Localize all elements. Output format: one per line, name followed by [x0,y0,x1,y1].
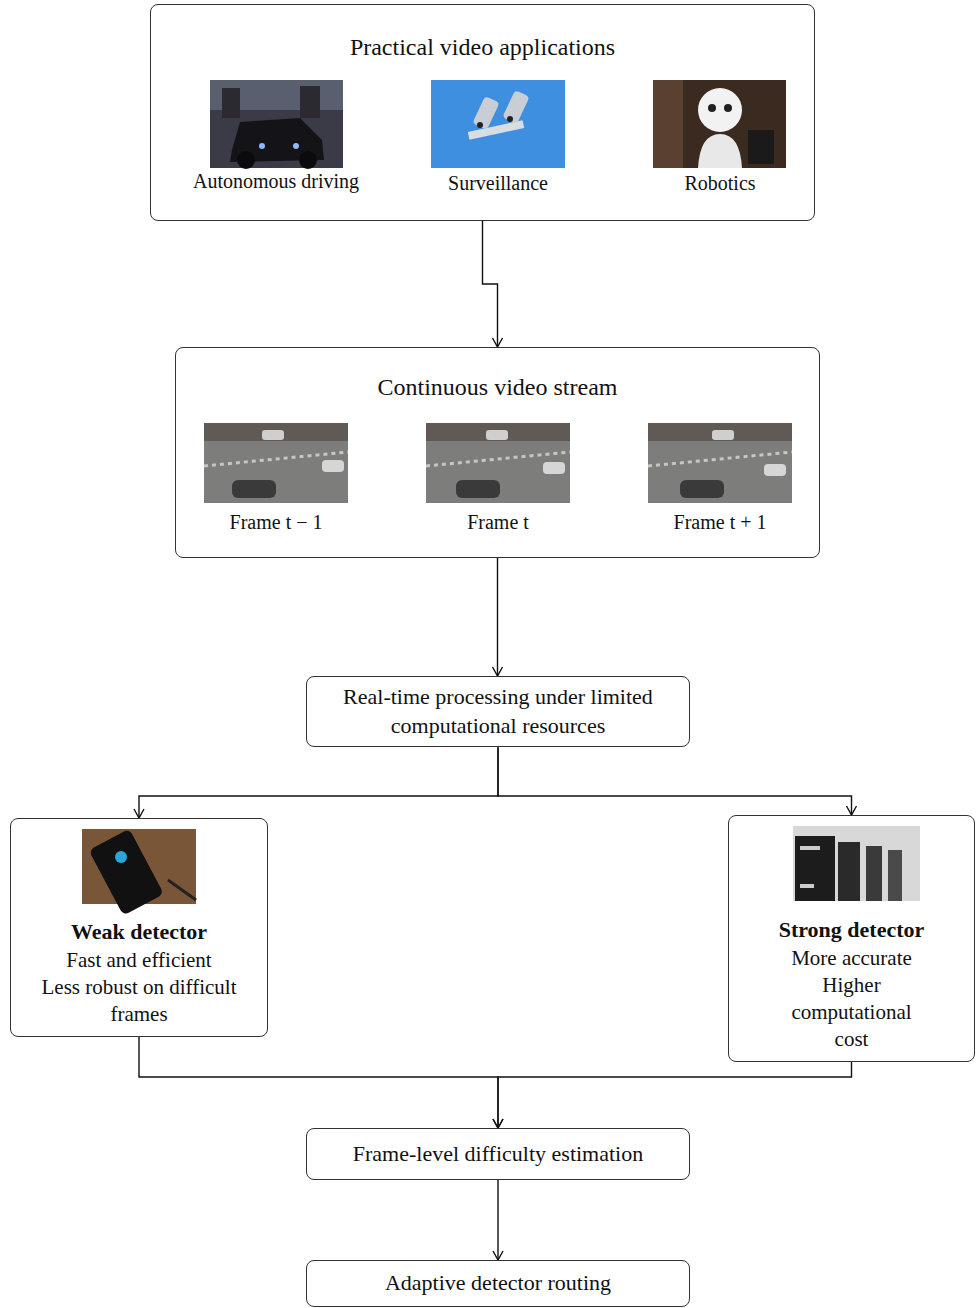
robot-eye [708,104,716,112]
flow-arrow [139,747,498,818]
photo-caption: Surveillance [393,170,603,196]
camera [502,90,529,124]
camera [472,96,499,130]
roadside [426,423,570,441]
flow-arrow [498,747,852,815]
process-box: Adaptive detector routing [306,1260,690,1307]
detector-box: Weak detectorFast and efficientLess robu… [10,818,268,1037]
flow-arrow [498,1062,852,1128]
detector-note: Fast and efficient [39,947,239,974]
cable [168,880,196,900]
phone [89,829,164,916]
car [543,462,565,474]
wheel [237,151,255,169]
photo-caption: Robotics [615,170,825,196]
rack-marking [800,884,814,888]
server-rack [795,836,835,901]
server-photo [793,826,920,901]
car [486,430,508,440]
detector-note: Less robust on difficult frames [39,974,239,1029]
roadside [204,423,348,441]
person-silhouette [300,86,320,118]
road [648,423,792,503]
photo-caption: Autonomous driving [171,168,381,194]
photo-ground [653,80,786,168]
flow-arrow [139,1037,498,1128]
robot-eye [724,104,732,112]
frame-caption: Frame t − 1 [171,509,381,535]
frame-photo [648,423,792,503]
car [764,464,786,476]
car [322,460,344,472]
detector-note: Higher computational cost [777,972,927,1054]
box-title: Practical video applications [161,32,804,63]
frame-photo [204,423,348,503]
rack-marking [800,846,820,850]
wheel [299,151,317,169]
surveillance-photo [431,80,565,168]
roadside [648,423,792,441]
box-title: Continuous video stream [186,372,809,403]
frame-photo [426,423,570,503]
server-rack [838,842,860,901]
car [712,430,734,440]
road [204,423,348,503]
car [456,480,500,498]
driving-photo [210,80,343,169]
car [680,480,724,498]
server-rack [888,850,902,901]
road [426,423,570,503]
robot-photo [653,80,786,168]
flow-arrow [497,558,498,676]
room [793,826,920,901]
headlight [259,143,265,149]
frame-caption: Frame t [393,509,603,535]
phone-photo [82,829,196,916]
detector-box: Strong detectorMore accurateHigher compu… [728,815,975,1062]
frame-caption: Frame t + 1 [615,509,825,535]
person-silhouette [222,88,240,118]
box-text: Adaptive detector routing [385,1269,611,1298]
robot-body [698,134,742,168]
lane-markings [648,452,792,466]
car [232,480,276,498]
shelf [653,80,683,168]
detector-title: Weak detector [39,918,239,947]
headlight [293,143,299,149]
phone-logo [115,851,127,863]
server-rack [866,846,882,901]
detector-note: More accurate [777,945,927,972]
camera-lens [507,116,513,122]
flow-arrow [497,1180,498,1260]
tablet [748,130,774,164]
process-box: Real-time processing under limited compu… [306,676,690,747]
process-box: Frame-level difficulty estimation [306,1128,690,1180]
sky [431,80,565,168]
flow-arrow [483,221,498,347]
box-text: Frame-level difficulty estimation [353,1140,643,1169]
detector-title: Strong detector [777,916,927,945]
photo-ground [210,80,343,168]
car [262,430,284,440]
camera-lens [477,122,483,128]
box-text: Real-time processing under limited compu… [321,683,675,740]
robot-head [698,88,742,132]
